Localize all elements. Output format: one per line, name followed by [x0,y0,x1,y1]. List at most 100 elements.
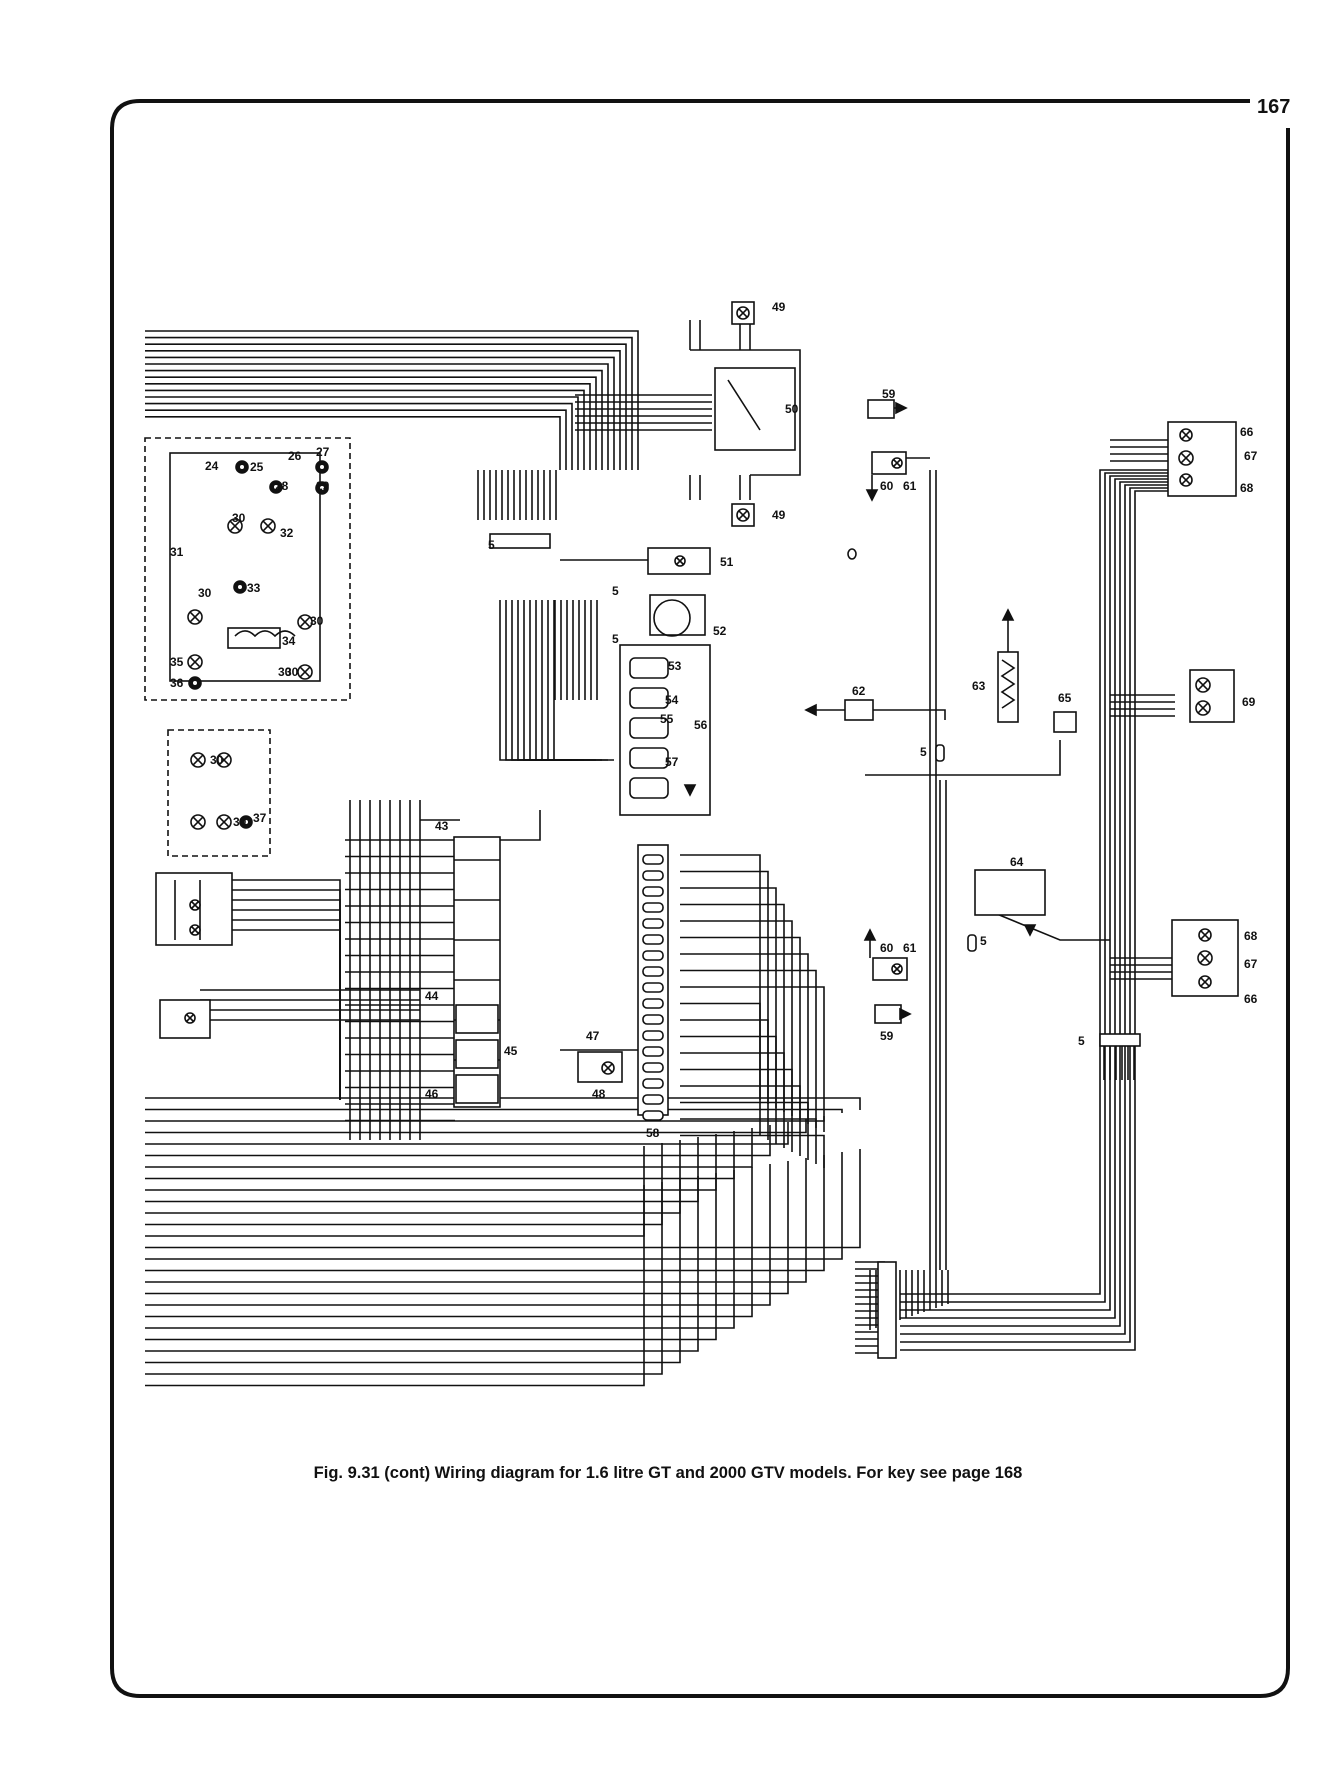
relay-45 [455,1039,499,1069]
wire [145,1161,789,1295]
lamp-icon [1197,950,1213,966]
lamp-cross [603,1063,613,1073]
wire [145,330,639,470]
instrument-cluster [144,437,351,701]
arrow-left-icon [804,703,817,717]
lamp-icon [190,814,206,830]
fuse [642,982,664,993]
label-c61b: 61 [903,941,917,955]
label-c46: 46 [425,1087,439,1101]
wire [553,600,614,761]
wire [145,1128,753,1168]
motor-52 [653,599,691,637]
wire [145,1146,645,1237]
lamp-icon [297,614,313,630]
wire [145,1170,735,1329]
indicator-center [238,585,242,589]
lamp-cross [262,520,274,532]
label-c62: 62 [852,684,866,698]
lamp-cross [892,458,902,468]
indicator-center [244,820,248,824]
wire [145,1152,843,1260]
wire [145,1155,825,1272]
label-c66b: 66 [1244,992,1258,1006]
connector-5-lower [967,934,977,952]
label-c26: 26 [288,449,302,463]
fuse [642,1062,664,1073]
multi-pin-connector [877,1261,897,1359]
wire [145,1108,843,1113]
wire [680,1019,769,1140]
wire [680,1052,785,1148]
motor-52-housing [649,594,706,636]
relay-50 [714,367,796,451]
lamp-cross [189,656,201,668]
lamp-icon [736,508,750,522]
wire [529,600,590,761]
lamp-cross [1200,977,1210,987]
component-64 [974,869,1046,916]
lamp-icon [601,1061,615,1075]
label-c5f: 5 [1078,1034,1085,1048]
label-c51: 51 [720,555,734,569]
wire [680,1118,817,1164]
label-c48: 48 [592,1087,606,1101]
lamp-icon [189,924,201,936]
lamp-icon [187,609,203,625]
label-c31: 31 [170,545,184,559]
label-c69: 69 [1242,695,1256,709]
label-c30d: 30 [285,665,299,679]
label-c56: 56 [694,718,708,732]
wire [680,920,793,1116]
lamp-cross [1197,702,1209,714]
label-c37: 37 [253,811,267,825]
lamp-cross [185,1013,195,1023]
lamp-cross [299,616,311,628]
label-c49b: 49 [772,508,786,522]
label-c66a: 66 [1240,425,1254,439]
relay-contact [727,379,761,431]
lamp-cross [229,520,241,532]
label-c44: 44 [425,989,439,1003]
wire [145,376,597,470]
label-c34: 34 [282,634,296,648]
wire [680,936,801,1120]
lamp-icon [184,1012,196,1024]
lamp-cross [1181,475,1191,485]
wire [680,1085,801,1156]
label-c64: 64 [1010,855,1024,869]
label-c52: 52 [713,624,727,638]
fuse [642,966,664,977]
wire [900,472,1168,1303]
wire [900,490,1168,1351]
lamp-cross [675,556,685,566]
lamp-cross [892,964,902,974]
wire [680,1134,825,1168]
label-c35: 35 [170,655,184,669]
label-c54: 54 [665,693,679,707]
wire [680,1101,809,1160]
lamp-icon [1179,428,1193,442]
lamp-cross [192,816,204,828]
indicator-center [193,681,197,685]
lamp-cross [1181,430,1191,440]
wire [145,1149,861,1249]
lamp-icon [674,555,686,567]
wire [145,363,609,470]
wire [145,343,627,470]
fuse-box-58 [637,844,669,1116]
label-c32: 32 [280,526,294,540]
fuse [642,950,664,961]
lamp-cross [738,510,748,520]
heater-coil [1000,659,1016,709]
arrow-up-icon [863,928,877,941]
wire [145,1176,699,1352]
wire [145,1173,717,1341]
lamp-icon [187,654,203,670]
wire [535,600,596,761]
wire [541,600,602,761]
label-c60a: 60 [880,479,894,493]
switch-55 [629,717,669,739]
lamp-icon [891,963,903,975]
